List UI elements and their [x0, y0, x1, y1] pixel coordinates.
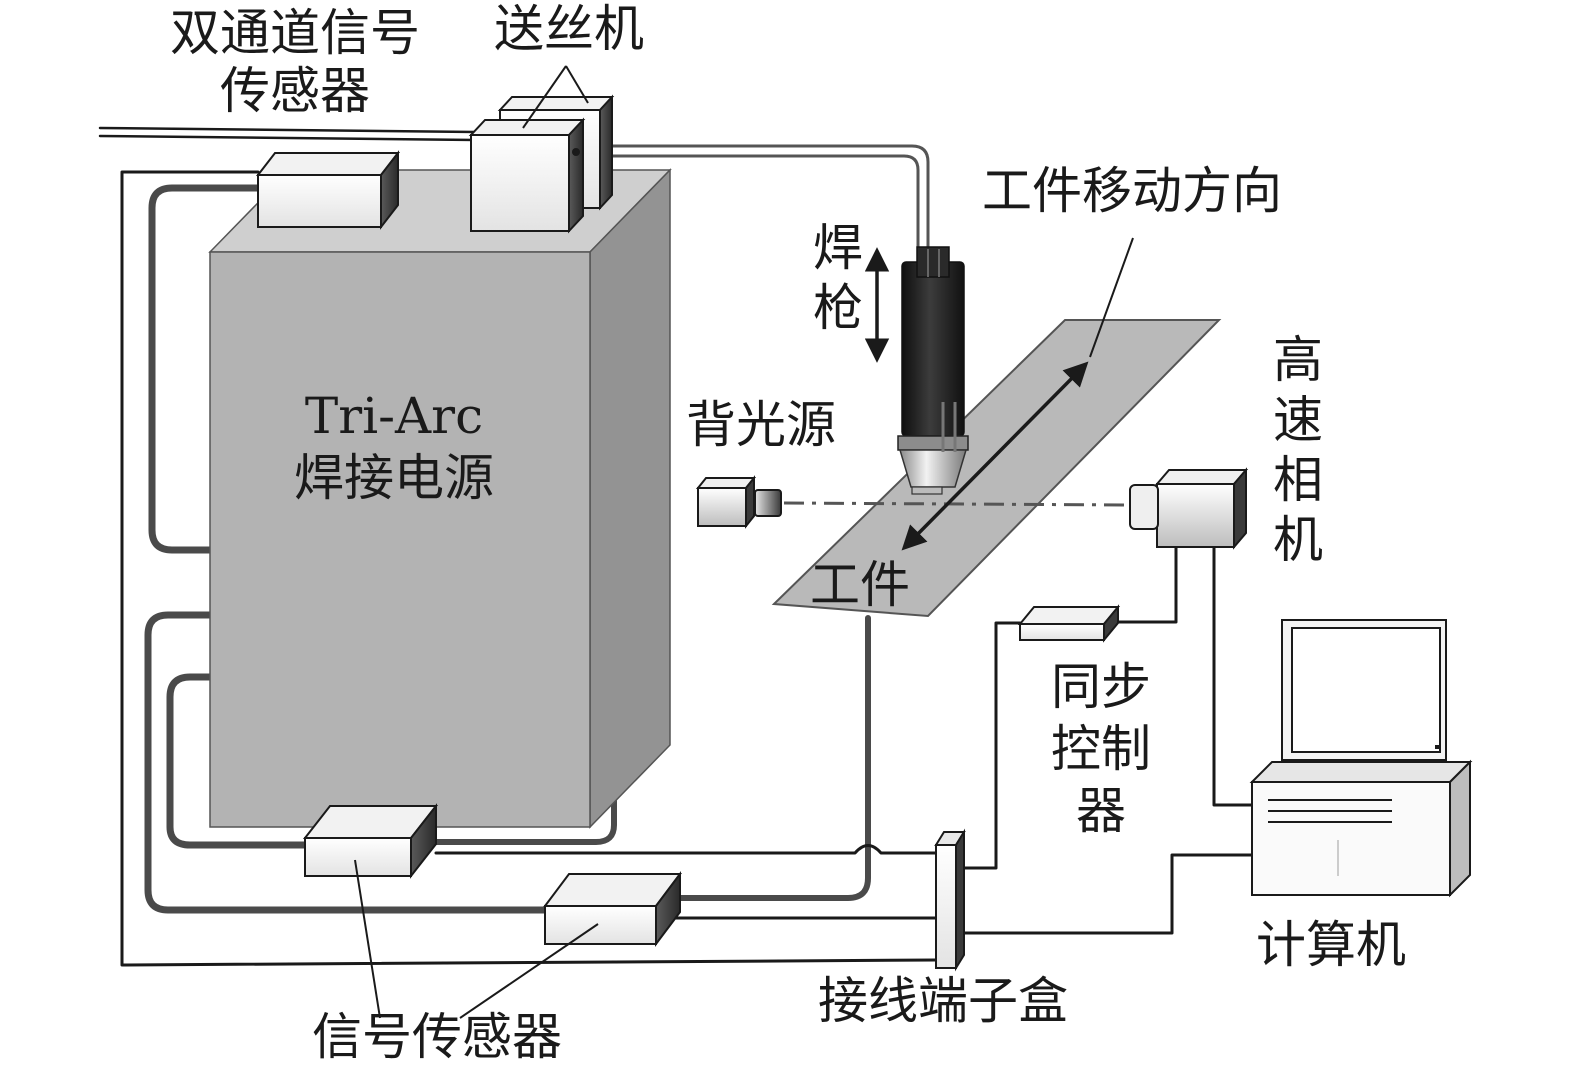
welding-torch	[897, 246, 969, 495]
terminal-box-label: 接线端子盒	[818, 972, 1068, 1030]
dual-channel-sensor-label: 双通道信号 传感器	[170, 4, 420, 120]
cabinet-side	[589, 168, 671, 829]
camera-computer-cable	[1212, 546, 1254, 807]
workpiece-direction-label: 工件移动方向	[982, 162, 1282, 220]
light-source-icon	[695, 475, 782, 529]
workpiece-label: 工件	[810, 556, 910, 614]
outer-loop-cable	[120, 170, 938, 967]
terminal-box	[934, 828, 966, 972]
workpiece-ground-cable	[657, 615, 871, 901]
power-source-model: Tri-Arc	[304, 387, 484, 445]
camera-label-char2: 速	[1273, 391, 1323, 449]
movement-direction-arrow	[901, 361, 1089, 551]
torch-label-char2: 枪	[813, 279, 863, 337]
dual-channel-sensor-label-line1: 双通道信号	[170, 4, 420, 62]
camera-label-char4: 机	[1273, 511, 1323, 569]
power-source-name: 焊接电源	[294, 449, 494, 507]
sync-controller-line2: 控制	[1051, 720, 1151, 778]
torch-label-char1: 焊	[813, 219, 863, 277]
terminal-computer-cable	[960, 853, 1254, 935]
high-speed-camera-label: 高 速 相 机	[1268, 330, 1328, 570]
sensor-terminal-cable	[434, 844, 938, 855]
direction-leader-line	[1089, 237, 1134, 358]
power-cable-inner	[166, 673, 309, 849]
signal-sensor-box-1	[302, 803, 439, 879]
power-cable-left-lower	[144, 611, 549, 914]
sync-controller-line1: 同步	[1051, 658, 1151, 716]
torch-label: 焊 枪	[808, 218, 868, 338]
wire-feeder-label: 送丝机	[494, 0, 644, 58]
backlight-label: 背光源	[686, 396, 836, 454]
signal-sensor-box-2	[543, 871, 682, 947]
wire-feeder	[468, 94, 615, 234]
feeder-torch-cable-a	[610, 144, 930, 258]
sync-camera-cable	[1116, 546, 1178, 624]
feeder-torch-cable-b	[610, 154, 920, 258]
power-source-label: Tri-Arc 焊接电源	[282, 385, 506, 509]
cabinet-front	[209, 251, 591, 828]
sync-controller-box	[1017, 604, 1121, 643]
sync-controller-line3: 器	[1076, 782, 1126, 840]
sync-controller-label: 同步 控制 器	[1046, 656, 1156, 842]
signal-sensor-leader-lines	[354, 859, 599, 1019]
computer-label: 计算机	[1256, 916, 1406, 974]
incoming-line-a	[98, 126, 478, 134]
dual-channel-sensor-box	[255, 150, 401, 230]
incoming-line-b	[98, 134, 478, 142]
feeder-leader-lines	[522, 65, 589, 129]
dual-channel-sensor-label-line2: 传感器	[220, 62, 370, 120]
camera-label-char3: 相	[1273, 451, 1323, 509]
optical-axis-line	[783, 501, 1132, 507]
power-cable-left-upper	[148, 184, 262, 554]
power-cabinet	[208, 168, 672, 829]
terminal-sync-cable	[960, 621, 1022, 870]
camera-label-char1: 高	[1273, 331, 1323, 389]
camera-icon	[1129, 467, 1249, 550]
computer-icon	[1249, 619, 1473, 898]
signal-sensor-label: 信号传感器	[312, 1008, 562, 1066]
